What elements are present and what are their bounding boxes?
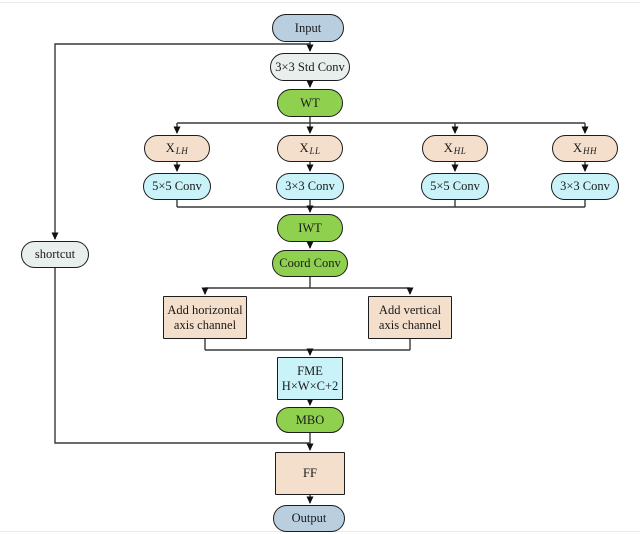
node-conv-3x3-hh: 3×3 Conv	[551, 173, 619, 200]
node-x-lh: XLH	[144, 135, 210, 162]
node-output-label: Output	[291, 511, 327, 526]
node-iwt: IWT	[277, 214, 343, 242]
node-x-ll-label: XLL	[299, 140, 321, 156]
node-add-vertical-axis-channel: Add vertical axis channel	[368, 296, 452, 339]
node-wt-label: WT	[300, 95, 320, 110]
node-conv-5x5-hl-label: 5×5 Conv	[430, 179, 480, 194]
node-wt: WT	[277, 89, 343, 117]
node-fme-line1: FME	[297, 364, 323, 379]
figure-top-border	[0, 2, 640, 3]
node-std-conv: 3×3 Std Conv	[270, 53, 350, 81]
node-input-label: Input	[294, 20, 322, 35]
node-x-ll: XLL	[277, 135, 343, 162]
node-ff-label: FF	[303, 466, 317, 481]
node-conv-5x5-lh: 5×5 Conv	[143, 173, 211, 200]
node-x-hl-label: XHL	[443, 140, 467, 156]
node-x-hh: XHH	[552, 135, 618, 162]
node-add-vertical-line2: axis channel	[378, 317, 442, 332]
node-ff: FF	[275, 452, 345, 495]
node-iwt-label: IWT	[298, 220, 322, 235]
node-conv-5x5-hl: 5×5 Conv	[421, 173, 489, 200]
node-x-hh-label: XHH	[572, 140, 598, 156]
node-add-horizontal-axis-channel: Add horizontal axis channel	[163, 296, 247, 339]
node-x-lh-label: XLH	[165, 140, 189, 156]
node-conv-5x5-lh-label: 5×5 Conv	[152, 179, 202, 194]
node-add-horizontal-line1: Add horizontal	[167, 303, 243, 318]
node-conv-3x3-ll: 3×3 Conv	[276, 173, 344, 200]
node-fme: FME H×W×C+2	[277, 357, 343, 400]
node-add-horizontal-line2: axis channel	[173, 317, 237, 332]
node-std-conv-label: 3×3 Std Conv	[275, 59, 345, 74]
node-shortcut: shortcut	[21, 241, 89, 268]
node-x-hl: XHL	[422, 135, 488, 162]
node-conv-3x3-ll-label: 3×3 Conv	[285, 179, 335, 194]
node-add-vertical-line1: Add vertical	[378, 303, 442, 318]
node-coord-conv-label: Coord Conv	[279, 256, 341, 271]
node-mbo: MBO	[276, 407, 344, 433]
node-mbo-label: MBO	[295, 412, 325, 427]
node-coord-conv: Coord Conv	[272, 250, 348, 277]
node-input: Input	[272, 14, 344, 42]
node-output: Output	[273, 505, 345, 532]
node-conv-3x3-hh-label: 3×3 Conv	[560, 179, 610, 194]
node-shortcut-label: shortcut	[34, 247, 76, 262]
node-fme-line2: H×W×C+2	[281, 378, 339, 393]
